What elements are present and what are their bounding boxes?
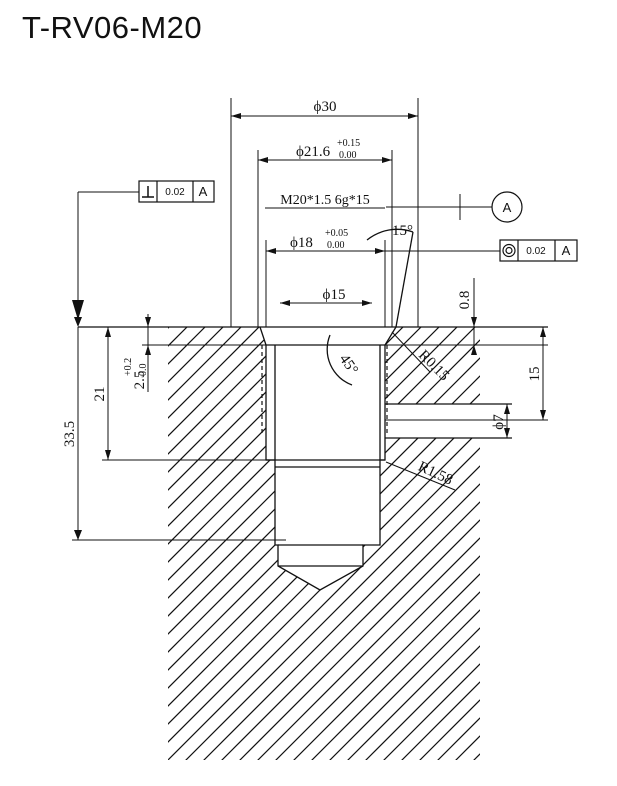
dim-thread: M20*1.5 6g*15 [280,193,369,208]
datum-a-label: A [503,200,512,215]
dim-phi21-6: ϕ21.6 [296,144,331,160]
dim-angle15: 15° [392,223,413,239]
dim-phi21-6-upper: +0.15 [337,138,360,149]
hatch-line [345,327,480,760]
hatch-line [273,327,480,760]
hatch-line [168,327,305,760]
fcf-concentricity: 0.02 A [499,239,578,262]
hatch-line [309,327,480,760]
dim-phi18-upper: +0.05 [325,228,348,239]
fcf-perp-datum: A [199,184,208,199]
datum-a-symbol: A [491,191,523,223]
dim-phi18: ϕ18 [290,235,313,251]
dim-phi18-lower: 0.00 [327,240,345,251]
dim-phi30: ϕ30 [314,99,337,115]
dim-0-8: 0.8 [457,291,473,310]
part-outline [78,228,548,591]
hatch-line [237,327,480,760]
hatch-line [291,327,480,760]
hatch-line [544,300,617,780]
concentricity-icon [502,243,516,258]
hatch-line [0,300,34,780]
hatch-line [168,327,480,760]
drawing-title: T-RV06-M20 [22,10,203,45]
hatch-line [168,327,251,760]
hatch-line [168,327,341,760]
dim-phi7: ϕ7 [491,414,507,430]
dim-15: 15 [527,367,543,382]
hatch-line [168,327,323,760]
fcf-conc-datum: A [562,243,571,258]
hatch-line [0,300,70,780]
hatch-line [168,327,287,760]
hatch-line [381,327,480,760]
hatch-line [0,300,16,780]
hatch-line [508,300,617,780]
dimension-lines [72,98,548,541]
hatch-line [363,327,480,760]
fcf-conc-value: 0.02 [526,246,546,257]
hatch-line [471,327,480,760]
perpendicularity-icon [142,186,154,198]
hatch-line [201,327,480,760]
fcf-perp-value: 0.02 [165,187,185,198]
fcf-perpendicularity: 0.02 A [138,180,215,203]
dim-33-5: 33.5 [62,421,78,447]
hatch-line [327,327,480,760]
hatch-line [0,300,52,780]
hatch-line [255,327,480,760]
hatch-line [168,327,480,760]
dim-21: 21 [92,387,108,402]
hatch-line [580,300,617,780]
hatch-line [183,327,480,760]
hatch-line [490,300,617,780]
dim-r015: R0.15 [415,347,452,384]
hatch-line [168,327,269,760]
hatch-line [598,300,617,780]
hatch-line [219,327,480,760]
thread-hidden-lines [261,345,388,436]
dimension-arrows [72,113,546,540]
dim-2-5-lower: 0.0 [138,364,149,377]
hatch-line [562,300,617,780]
dim-angle45: 45° [336,351,361,377]
dim-r158: R1.58 [415,459,455,489]
dim-phi21-6-lower: 0.00 [339,150,357,161]
dim-phi15: ϕ15 [323,287,346,303]
dim-2-5-upper: +0.2 [123,358,134,376]
dim-2-5: 2.5 [132,371,148,390]
